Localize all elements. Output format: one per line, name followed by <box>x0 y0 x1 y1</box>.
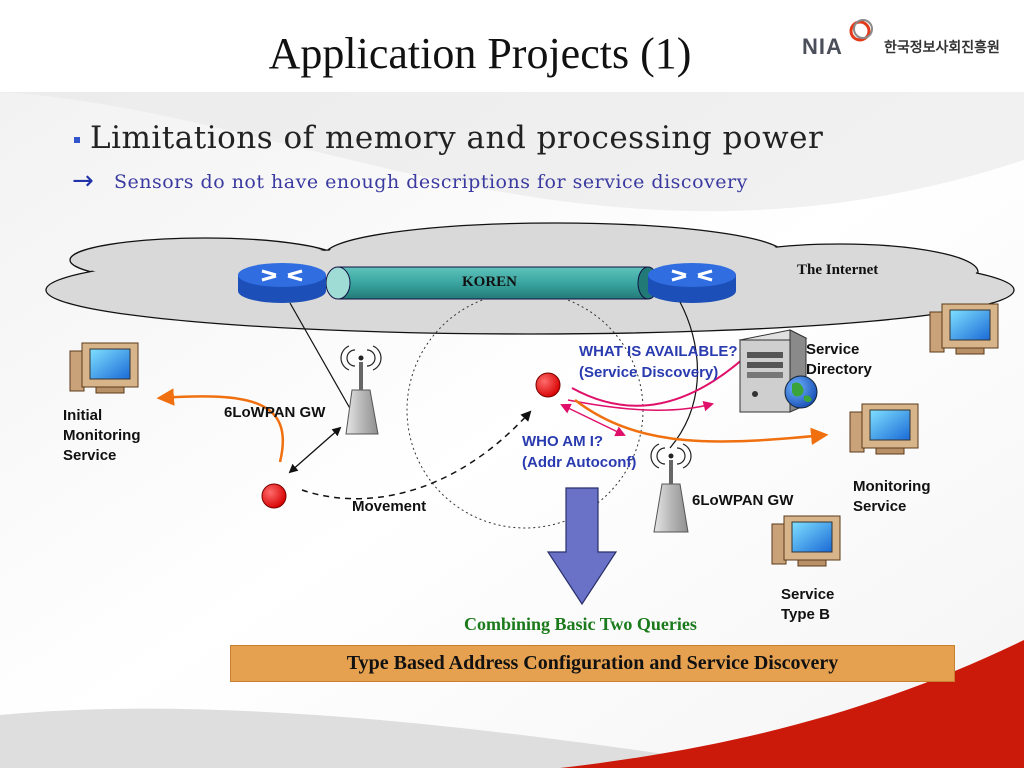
initial-monitoring-label: Initial Monitoring Service <box>63 406 140 466</box>
sensor-node-moved-icon <box>535 372 561 398</box>
monitoring-service-line-1: Monitoring <box>853 478 931 495</box>
background-swoosh <box>0 92 1024 212</box>
uplink-right-line <box>669 301 698 449</box>
combine-down-arrow <box>546 487 618 606</box>
service-directory-label: Service Directory <box>806 340 872 380</box>
initial-monitoring-line-3: Service <box>63 447 117 464</box>
monitor-service-type-b-icon <box>771 515 841 567</box>
what-is-available-line-2: (Service Discovery) <box>579 364 719 381</box>
what-is-available-label: WHAT IS AVAILABLE? (Service Discovery) <box>579 341 738 383</box>
logo-nia-text: NIA <box>802 34 843 59</box>
service-type-b-label: Service Type B <box>781 585 834 625</box>
initial-monitoring-arrow <box>156 388 285 463</box>
monitor-top-right-icon <box>929 303 999 355</box>
service-directory-line-2: Directory <box>806 361 872 378</box>
combining-queries-label: Combining Basic Two Queries <box>464 614 697 634</box>
right-gateway-label: 6LoWPAN GW <box>692 492 794 509</box>
logo-korean-name: 한국정보사회진흥원 <box>884 40 1000 56</box>
antenna-left-icon <box>340 345 382 435</box>
internet-label: The Internet <box>797 262 879 278</box>
nia-logo-icon <box>849 19 873 42</box>
monitoring-service-label: Monitoring Service <box>853 477 930 517</box>
movement-label: Movement <box>352 498 427 515</box>
slide-title: Application Projects (1) <box>268 29 692 78</box>
monitor-monitoring-service-icon <box>849 403 919 455</box>
monitoring-service-line-2: Service <box>853 498 907 515</box>
summary-banner-text: Type Based Address Configuration and Ser… <box>346 652 839 674</box>
monitoring-service-arrow <box>574 399 829 446</box>
left-gateway-label: 6LoWPAN GW <box>224 404 326 421</box>
who-am-i-line-2: (Addr Autoconf) <box>522 454 637 471</box>
sensor-node-initial-icon <box>261 483 287 509</box>
movement-arrow <box>301 410 532 500</box>
bullet-main-text: Limitations of memory and processing pow… <box>90 120 824 156</box>
bottom-red-swoosh <box>560 640 1024 768</box>
bottom-grey-swoosh <box>0 708 760 768</box>
what-is-available-line-1: WHAT IS AVAILABLE? <box>579 343 738 360</box>
gateway-link-arrow-left <box>288 426 342 474</box>
koren-label: KOREN <box>462 274 518 290</box>
service-directory-line-1: Service <box>806 341 860 358</box>
initial-monitoring-line-1: Initial <box>63 407 103 424</box>
summary-banner <box>230 645 955 682</box>
right-arrow-icon: → <box>72 166 94 196</box>
initial-monitoring-line-2: Monitoring <box>63 427 141 444</box>
addr-autoconf-arrow <box>560 403 626 437</box>
router-right-icon <box>648 263 736 303</box>
uplink-left-line <box>289 302 353 413</box>
service-type-b-line-2: Type B <box>781 606 830 623</box>
service-type-b-line-1: Service <box>781 586 835 603</box>
who-am-i-label: WHO AM I? (Addr Autoconf) <box>522 431 636 473</box>
monitor-initial-icon <box>69 342 139 394</box>
antenna-right-icon <box>650 443 692 533</box>
bullet-sub-text: Sensors do not have enough descriptions … <box>114 171 748 193</box>
header-band <box>0 0 1024 92</box>
service-discovery-reply-arrow <box>567 399 715 412</box>
globe-icon <box>784 375 818 409</box>
router-left-icon <box>238 263 326 303</box>
who-am-i-line-1: WHO AM I? <box>522 433 604 450</box>
bullet-square-icon <box>74 137 80 143</box>
service-discovery-arrow <box>571 346 758 407</box>
